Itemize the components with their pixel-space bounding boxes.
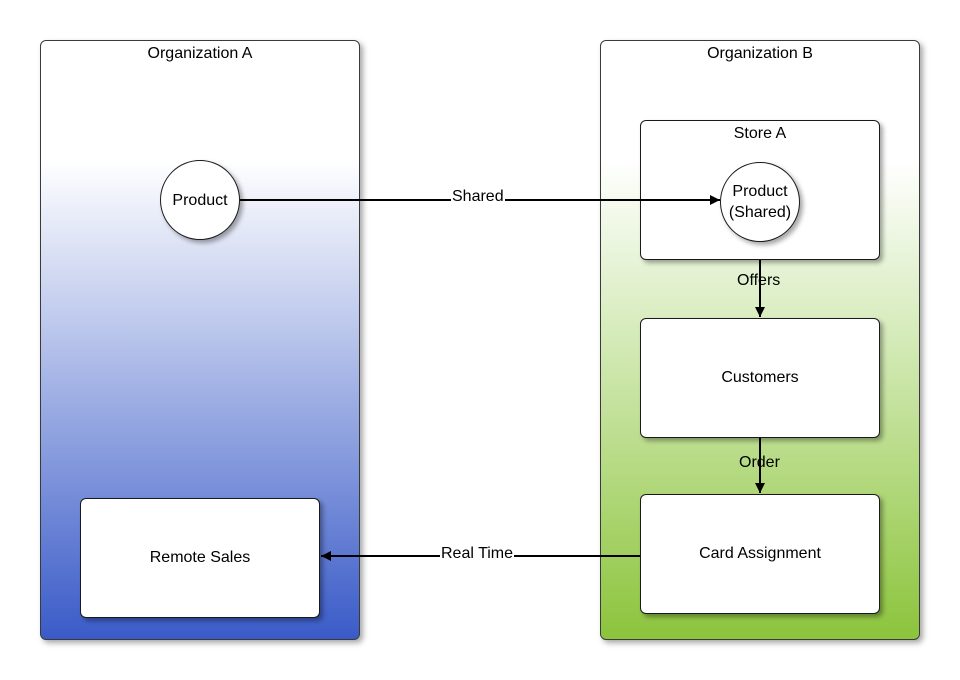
offers-edge-label: Offers <box>737 272 781 289</box>
real-time-edge-label: Real Time <box>440 545 515 563</box>
customers-label: Customers <box>721 369 799 386</box>
customers-box[interactable]: Customers <box>640 318 880 438</box>
remote-sales-box[interactable]: Remote Sales <box>80 498 320 618</box>
remote-sales-label: Remote Sales <box>149 549 251 566</box>
card-assignment-label: Card Assignment <box>699 545 821 562</box>
product-shared-node[interactable]: Product (Shared) <box>720 162 800 242</box>
product-shared-label-line2: (Shared) <box>728 204 792 221</box>
organization-a-title: Organization A <box>147 45 253 62</box>
product-shared-label-line1: Product <box>732 183 788 200</box>
organization-b-title: Organization B <box>707 45 813 62</box>
card-assignment-box[interactable]: Card Assignment <box>640 494 880 614</box>
shared-edge-label: Shared <box>451 188 505 206</box>
store-a-title: Store A <box>733 125 787 142</box>
order-edge-label: Order <box>739 454 780 471</box>
product-node[interactable]: Product <box>160 160 240 240</box>
product-label: Product <box>172 191 228 209</box>
